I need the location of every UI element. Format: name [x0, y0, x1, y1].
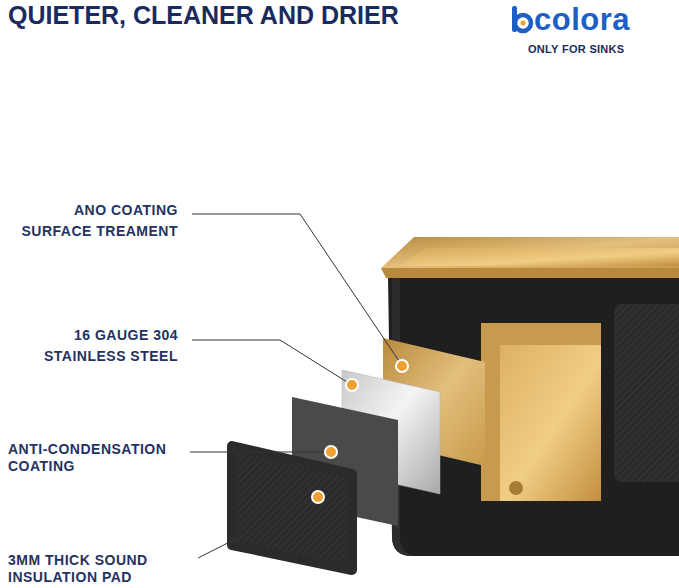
- layer-plates: [232, 338, 485, 570]
- brand-tagline: ONLY FOR SINKS: [528, 42, 625, 56]
- callout-dots: [312, 360, 408, 503]
- callout-label: 3MM THICK SOUND INSULATION PAD: [8, 552, 190, 586]
- callout-label: ANTI-CONDENSATION COATING: [8, 441, 190, 475]
- callout-label: ANO COATING SURFACE TREAMENT: [6, 200, 178, 242]
- logo-icon: [512, 6, 531, 32]
- page-title: QUIETER, CLEANER AND DRIER: [8, 0, 399, 30]
- leader-lines: [190, 214, 399, 558]
- callout-label: 16 GAUGE 304 STAINLESS STEEL: [6, 325, 178, 367]
- brand-logo: colora: [534, 2, 630, 38]
